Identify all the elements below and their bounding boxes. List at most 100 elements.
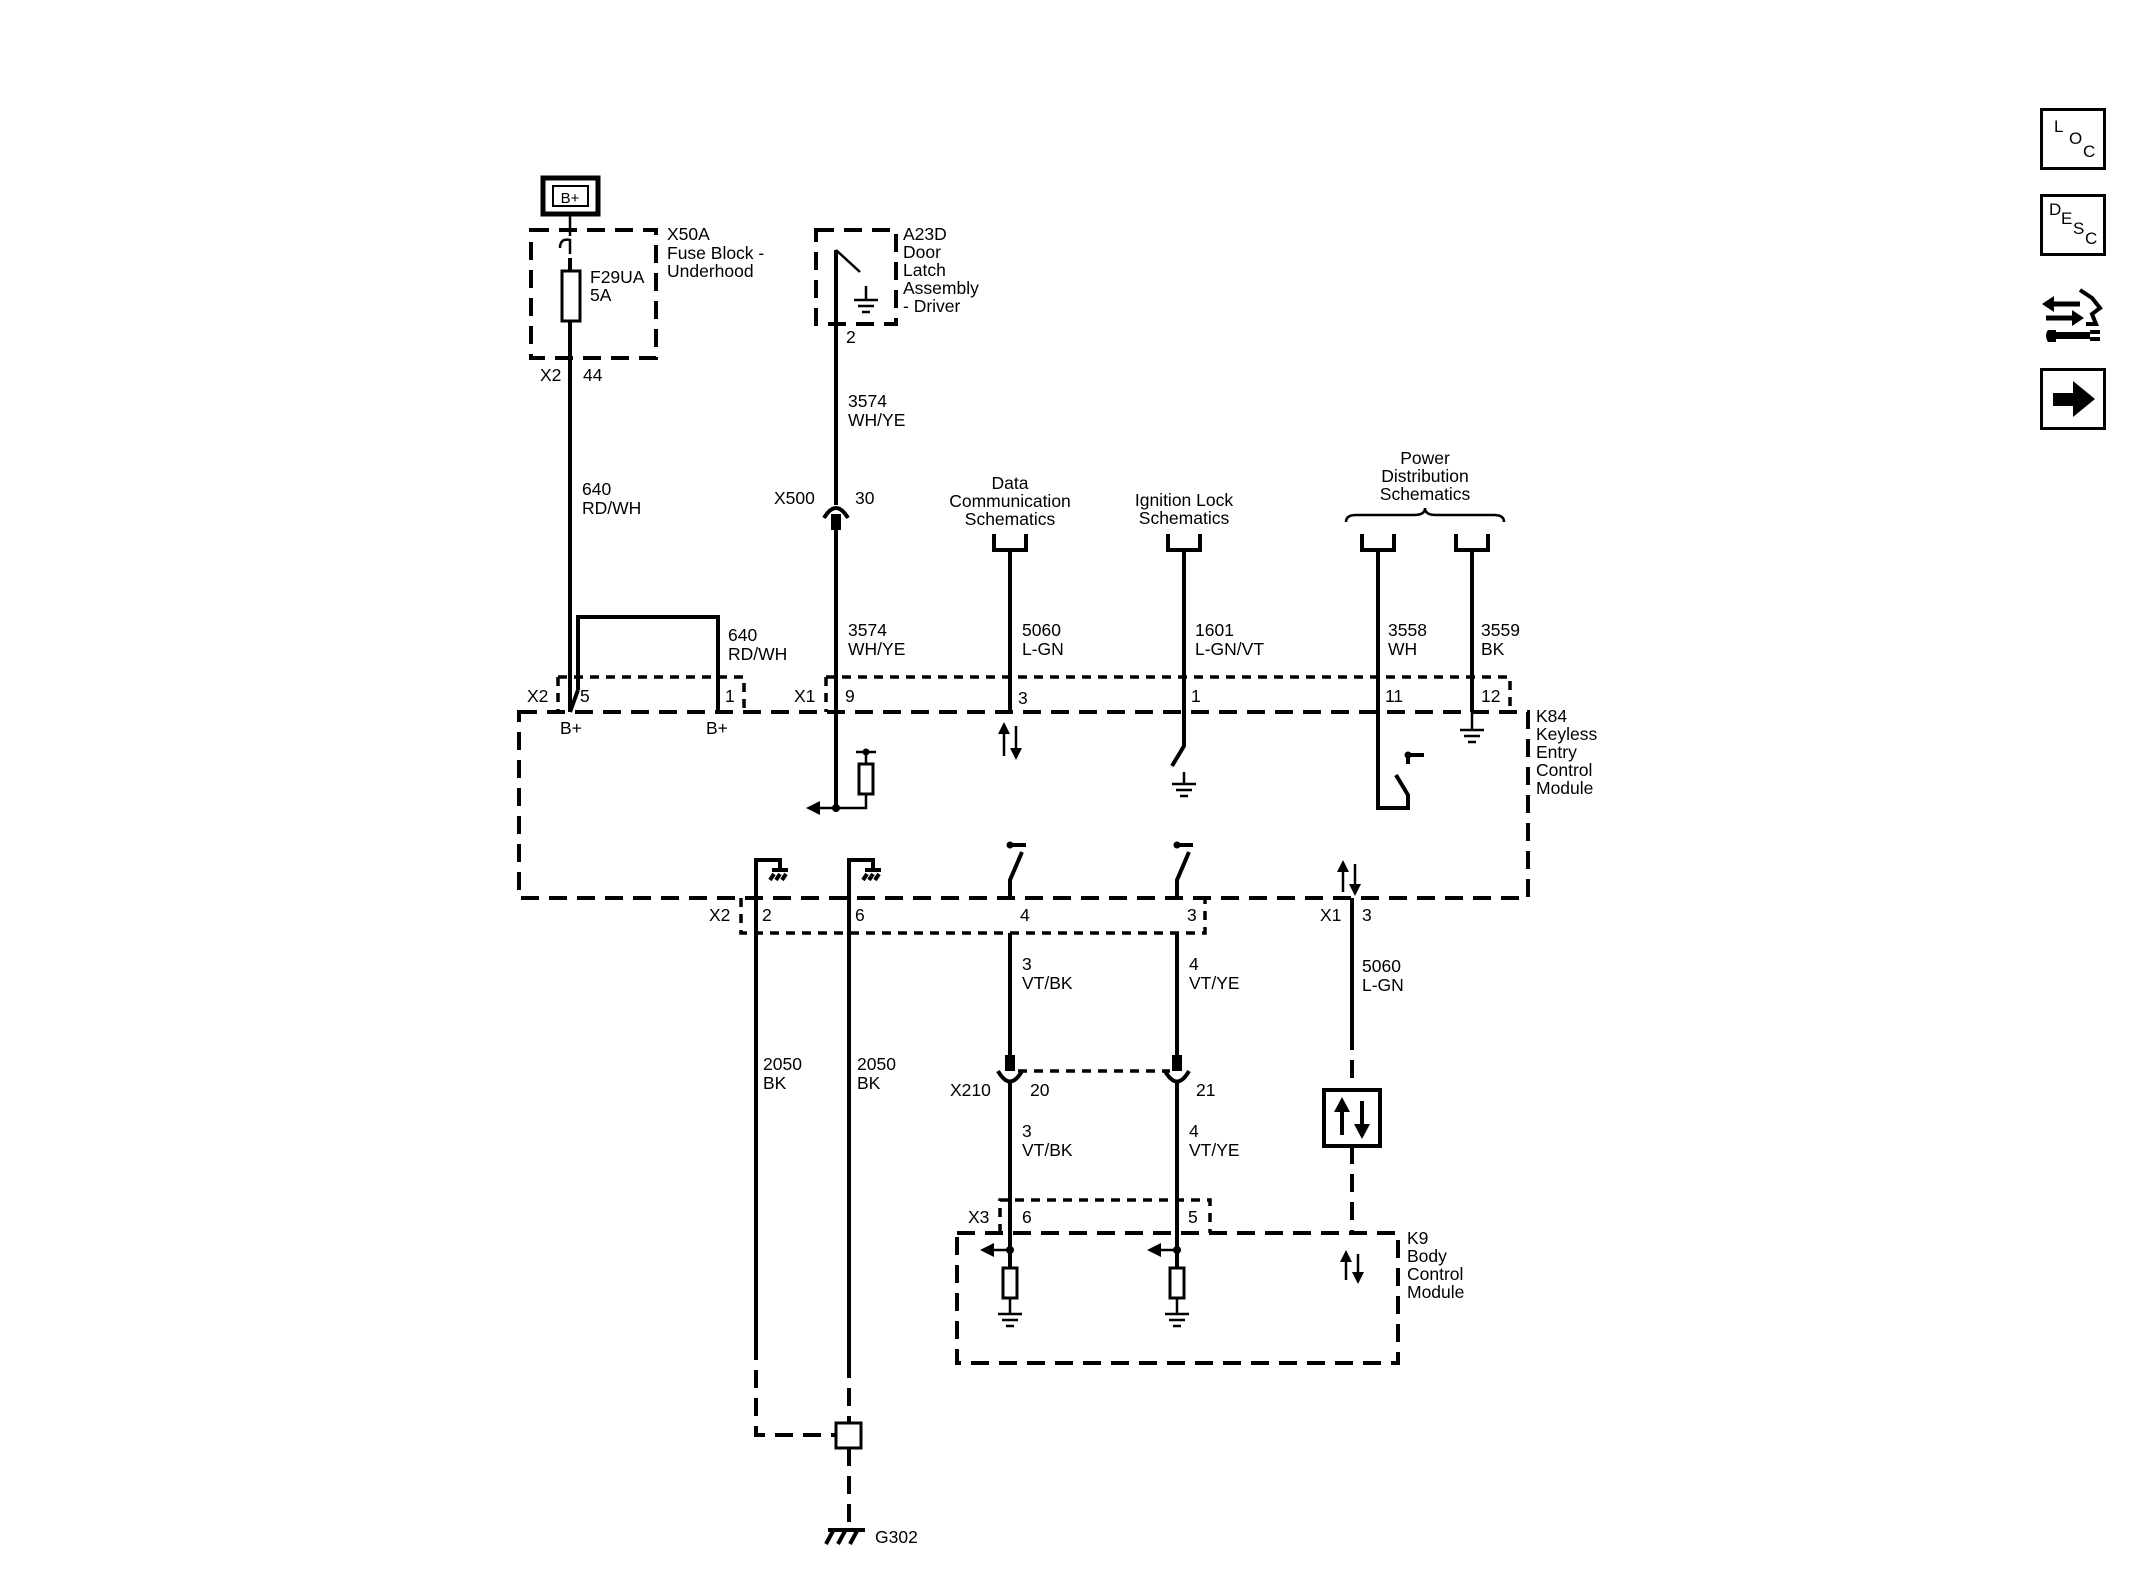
ground-id: G302 <box>875 1527 918 1547</box>
k84-pin-12: 12 <box>1481 686 1500 706</box>
k84-bottom-x2-connector: X2 <box>709 905 730 925</box>
keyless-entry-control-module-k84: X2 5 1 B+ B+ X1 9 3 1 11 12 K84 Keyless … <box>517 675 1598 962</box>
wire-640-upper-color: RD/WH <box>582 498 641 518</box>
k84-pin-11: 11 <box>1385 686 1403 706</box>
k9-name-1: Body <box>1407 1246 1447 1266</box>
door-latch-name-2: Latch <box>903 260 946 280</box>
wire-5060-lower-circuit: 5060 <box>1362 956 1401 976</box>
door-latch-name-4: - Driver <box>903 296 961 316</box>
fuse-block-name-1: Fuse Block - <box>667 243 764 263</box>
switch-icon <box>1376 712 1424 810</box>
ref-power-3: Schematics <box>1380 484 1471 504</box>
k84-b-plus-b: B+ <box>706 718 728 738</box>
switch-icon <box>1170 712 1186 768</box>
wire-3-upper-circuit: 3 <box>1022 954 1032 974</box>
wire-4-lower-circuit: 4 <box>1189 1121 1199 1141</box>
wire-3-lower-color: VT/BK <box>1022 1140 1073 1160</box>
k84-pin-9: 9 <box>845 686 855 706</box>
chassis-ground-icon <box>824 1528 865 1545</box>
wire-3574-upper-circuit: 3574 <box>848 391 887 411</box>
body-control-module-k9: X3 6 5 K9 Body Control Module <box>955 1198 1464 1365</box>
desc-letter-s: S <box>2073 219 2084 238</box>
serial-data-icon <box>1322 1088 1382 1148</box>
k84-pin-6: 6 <box>855 905 865 925</box>
ground-icon <box>1460 712 1484 744</box>
loc-letter-o: O <box>2069 129 2082 148</box>
k9-pin-6: 6 <box>1022 1207 1032 1227</box>
inline-x210-connector: X210 <box>950 1080 991 1100</box>
wire-2050-b-circuit: 2050 <box>857 1054 896 1074</box>
inline-x210-pin-21: 21 <box>1196 1080 1215 1100</box>
wire-3574-lower-color: WH/YE <box>848 639 905 659</box>
next-arrow-button[interactable] <box>2040 368 2106 430</box>
k9-connector: X3 <box>968 1207 989 1227</box>
k84-name-4: Module <box>1536 778 1593 798</box>
ignition-lock-reference: Ignition Lock Schematics <box>1135 490 1233 552</box>
k84-name-1: Keyless <box>1536 724 1598 744</box>
chassis-ground-icon <box>754 858 788 962</box>
k84-pin-2: 2 <box>762 905 772 925</box>
door-latch-id: A23D <box>903 224 947 244</box>
splice-pack-icon <box>834 1421 863 1450</box>
door-latch-pin: 2 <box>846 327 856 347</box>
fuse-block-name-2: Underhood <box>667 261 754 281</box>
fuse-block-id: X50A <box>667 224 710 244</box>
power-distribution-reference: Power Distribution Schematics <box>1344 448 1506 552</box>
wire-3559-circuit: 3559 <box>1481 620 1520 640</box>
input-arrow-icon <box>1147 1243 1161 1257</box>
resistor-icon <box>857 762 875 796</box>
wire-3574-upper-color: WH/YE <box>848 410 905 430</box>
k9-name-3: Module <box>1407 1282 1464 1302</box>
loc-letter-l: L <box>2054 117 2063 136</box>
ground-icon <box>1172 772 1196 798</box>
wire-640-upper-circuit: 640 <box>582 479 611 499</box>
data-arrows-icon <box>1340 1250 1364 1284</box>
inline-connector-x500: X500 30 <box>774 488 875 530</box>
loc-letter-c: C <box>2083 142 2095 161</box>
wire-2050-a-circuit: 2050 <box>763 1054 802 1074</box>
ground-icon <box>998 1298 1022 1328</box>
k84-bottom-x1-pin: 3 <box>1362 905 1372 925</box>
ref-power-1: Power <box>1400 448 1450 468</box>
k9-name-2: Control <box>1407 1264 1463 1284</box>
wire-4-lower-color: VT/YE <box>1189 1140 1240 1160</box>
desc-letter-c: C <box>2085 229 2097 248</box>
k84-b-plus-a: B+ <box>560 718 582 738</box>
input-arrow-icon <box>806 801 820 815</box>
desc-letter-d: D <box>2049 200 2061 219</box>
right-arrow-icon <box>2053 381 2095 417</box>
k9-pin-5: 5 <box>1188 1207 1198 1227</box>
fuse-rating: 5A <box>590 285 612 305</box>
door-latch-name-3: Assembly <box>903 278 979 298</box>
k84-name-2: Entry <box>1536 742 1577 762</box>
inline-x500-connector: X500 <box>774 488 815 508</box>
connector-tool-button[interactable] <box>2040 280 2106 348</box>
desc-letter-e: E <box>2061 209 2072 228</box>
wire-3-lower-circuit: 3 <box>1022 1121 1032 1141</box>
fuse-block-x50a: F29UA 5A X50A Fuse Block - Underhood X2 … <box>529 214 764 385</box>
inline-connector-x210: X210 20 21 <box>950 1055 1215 1100</box>
k84-id: K84 <box>1536 706 1567 726</box>
k9-id: K9 <box>1407 1228 1428 1248</box>
ref-ignition-2: Schematics <box>1139 508 1230 528</box>
battery-label: B+ <box>561 190 580 207</box>
wire-5060-upper-circuit: 5060 <box>1022 620 1061 640</box>
wire-1601-circuit: 1601 <box>1195 620 1234 640</box>
wire-4-upper-color: VT/YE <box>1189 973 1240 993</box>
wire-5060-lower-color: L-GN <box>1362 975 1404 995</box>
k84-bottom-x1-connector: X1 <box>1320 905 1341 925</box>
k84-pin-5: 5 <box>580 686 590 706</box>
fuse-block-connector: X2 <box>540 365 561 385</box>
wire-1601-color: L-GN/VT <box>1195 639 1264 659</box>
k84-top-x2-connector: X2 <box>527 686 548 706</box>
door-latch-name-1: Door <box>903 242 941 262</box>
wire-3558-circuit: 3558 <box>1388 620 1427 640</box>
data-arrows-icon <box>1337 860 1361 896</box>
location-button[interactable]: L O C <box>2040 108 2106 170</box>
connector-wrench-icon <box>2042 288 2103 342</box>
fuse-id: F29UA <box>590 267 645 287</box>
description-button[interactable]: D E S C <box>2040 194 2106 256</box>
switch-icon <box>1175 843 1193 898</box>
battery-positive-symbol: B+ <box>540 175 601 217</box>
